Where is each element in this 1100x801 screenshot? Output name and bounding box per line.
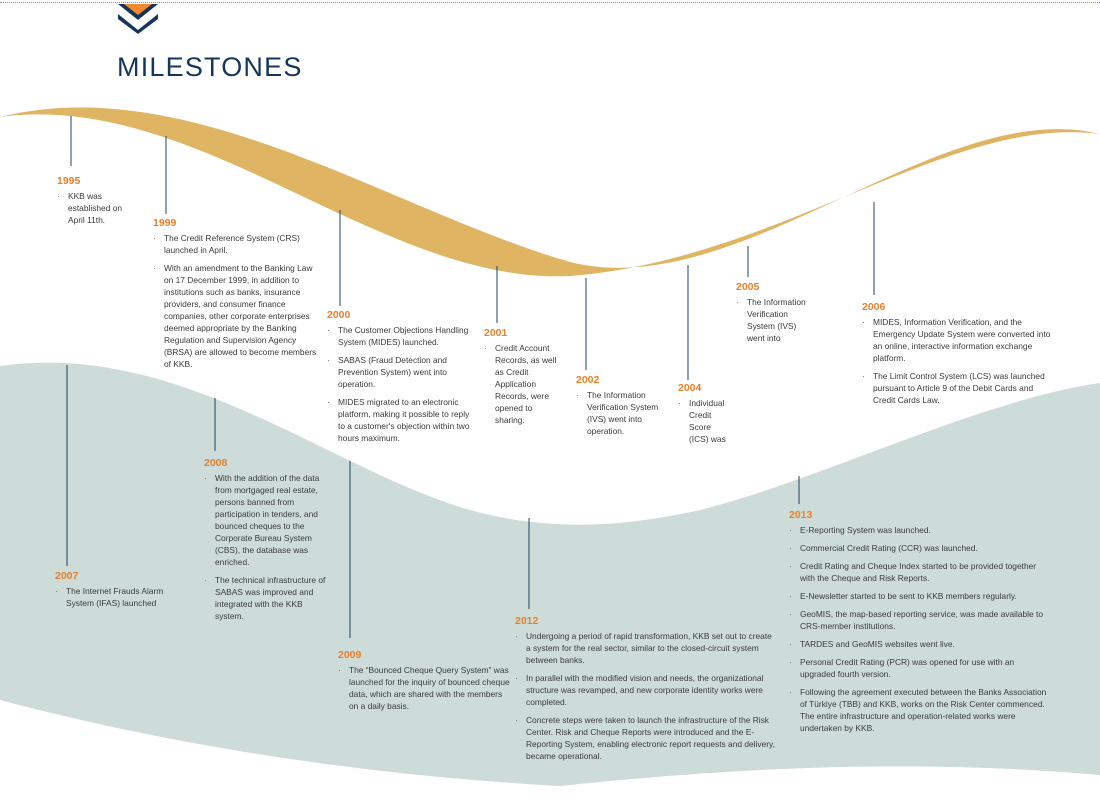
milestone-2001: 2001 Credit Account Records, as well as … <box>484 327 560 432</box>
milestone-year: 2000 <box>327 309 351 321</box>
milestone-item: GeoMIS, the map-based reporting service,… <box>789 608 1051 632</box>
milestone-2002: 2002 The Information Verification System… <box>576 374 662 443</box>
milestone-item: MIDES migrated to an electronic platform… <box>327 396 477 444</box>
milestone-year: 2009 <box>338 649 362 661</box>
gold-wave-band <box>0 107 1100 277</box>
milestone-1995: 1995 KKB was established on April 11th. <box>57 175 127 232</box>
milestone-item: The technical infrastructure of SABAS wa… <box>204 574 328 622</box>
milestone-1999: 1999 The Credit Reference System (CRS) l… <box>153 217 321 376</box>
milestone-item: Personal Credit Rating (PCR) was opened … <box>789 656 1051 680</box>
milestone-item: In parallel with the modified vision and… <box>515 672 777 708</box>
teal-wave-band <box>0 362 1100 786</box>
milestone-item: SABAS (Fraud Detection and Prevention Sy… <box>327 354 477 390</box>
milestone-2012: 2012 Undergoing a period of rapid transf… <box>515 615 777 768</box>
milestone-year: 2002 <box>576 374 600 386</box>
page-title: MILESTONES <box>117 52 303 82</box>
milestone-item: Following the agreement executed between… <box>789 686 1051 734</box>
milestone-year: 2005 <box>736 281 760 293</box>
milestone-year: 1999 <box>153 217 177 229</box>
milestone-item: Concrete steps were taken to launch the … <box>515 714 777 762</box>
milestone-item: The Information Verification System (IVS… <box>736 296 806 344</box>
milestone-item: Individual Credit Score (ICS) was <box>678 397 732 445</box>
milestone-year: 2008 <box>204 457 228 469</box>
milestone-year: 2006 <box>862 301 886 313</box>
milestone-item: Credit Account Records, as well as Credi… <box>484 342 560 426</box>
connector-lines <box>66 116 875 638</box>
milestone-item: The Limit Control System (LCS) was launc… <box>862 370 1056 406</box>
milestone-2008: 2008 With the addition of the data from … <box>204 457 328 628</box>
milestone-year: 2004 <box>678 382 702 394</box>
milestone-year: 2007 <box>55 570 79 582</box>
milestone-2007: 2007 The Internet Frauds Alarm System (I… <box>55 570 165 615</box>
milestone-2013: 2013 E-Reporting System was launched. Co… <box>789 509 1051 740</box>
milestone-item: The “Bounced Cheque Query System” was la… <box>338 664 512 712</box>
milestone-item: E-Reporting System was launched. <box>789 524 1051 536</box>
logo-chevron-icon <box>118 4 158 34</box>
milestone-2004: 2004 Individual Credit Score (ICS) was <box>678 382 732 451</box>
milestone-item: KKB was established on April 11th. <box>57 190 127 226</box>
top-dotted-rule <box>0 2 1100 3</box>
milestone-item: E-Newsletter started to be sent to KKB m… <box>789 590 1051 602</box>
milestone-item: TARDES and GeoMIS websites went live. <box>789 638 1051 650</box>
milestone-2006: 2006 MIDES, Information Verification, an… <box>862 301 1056 412</box>
milestone-year: 2012 <box>515 615 539 627</box>
milestone-item: Credit Rating and Cheque Index started t… <box>789 560 1051 584</box>
milestone-year: 2013 <box>789 509 813 521</box>
milestone-item: The Credit Reference System (CRS) launch… <box>153 232 321 256</box>
milestone-item: The Information Verification System (IVS… <box>576 389 662 437</box>
milestone-year: 2001 <box>484 327 508 339</box>
milestone-2000: 2000 The Customer Objections Handling Sy… <box>327 309 477 450</box>
milestone-item: With an amendment to the Banking Law on … <box>153 262 321 370</box>
milestone-item: The Internet Frauds Alarm System (IFAS) … <box>55 585 165 609</box>
milestone-item: MIDES, Information Verification, and the… <box>862 316 1056 364</box>
milestone-item: With the addition of the data from mortg… <box>204 472 328 568</box>
milestone-item: Commercial Credit Rating (CCR) was launc… <box>789 542 1051 554</box>
milestone-item: Undergoing a period of rapid transformat… <box>515 630 777 666</box>
milestone-2005: 2005 The Information Verification System… <box>736 281 806 350</box>
milestone-2009: 2009 The “Bounced Cheque Query System” w… <box>338 649 512 718</box>
milestone-year: 1995 <box>57 175 81 187</box>
milestone-item: The Customer Objections Handling System … <box>327 324 477 348</box>
